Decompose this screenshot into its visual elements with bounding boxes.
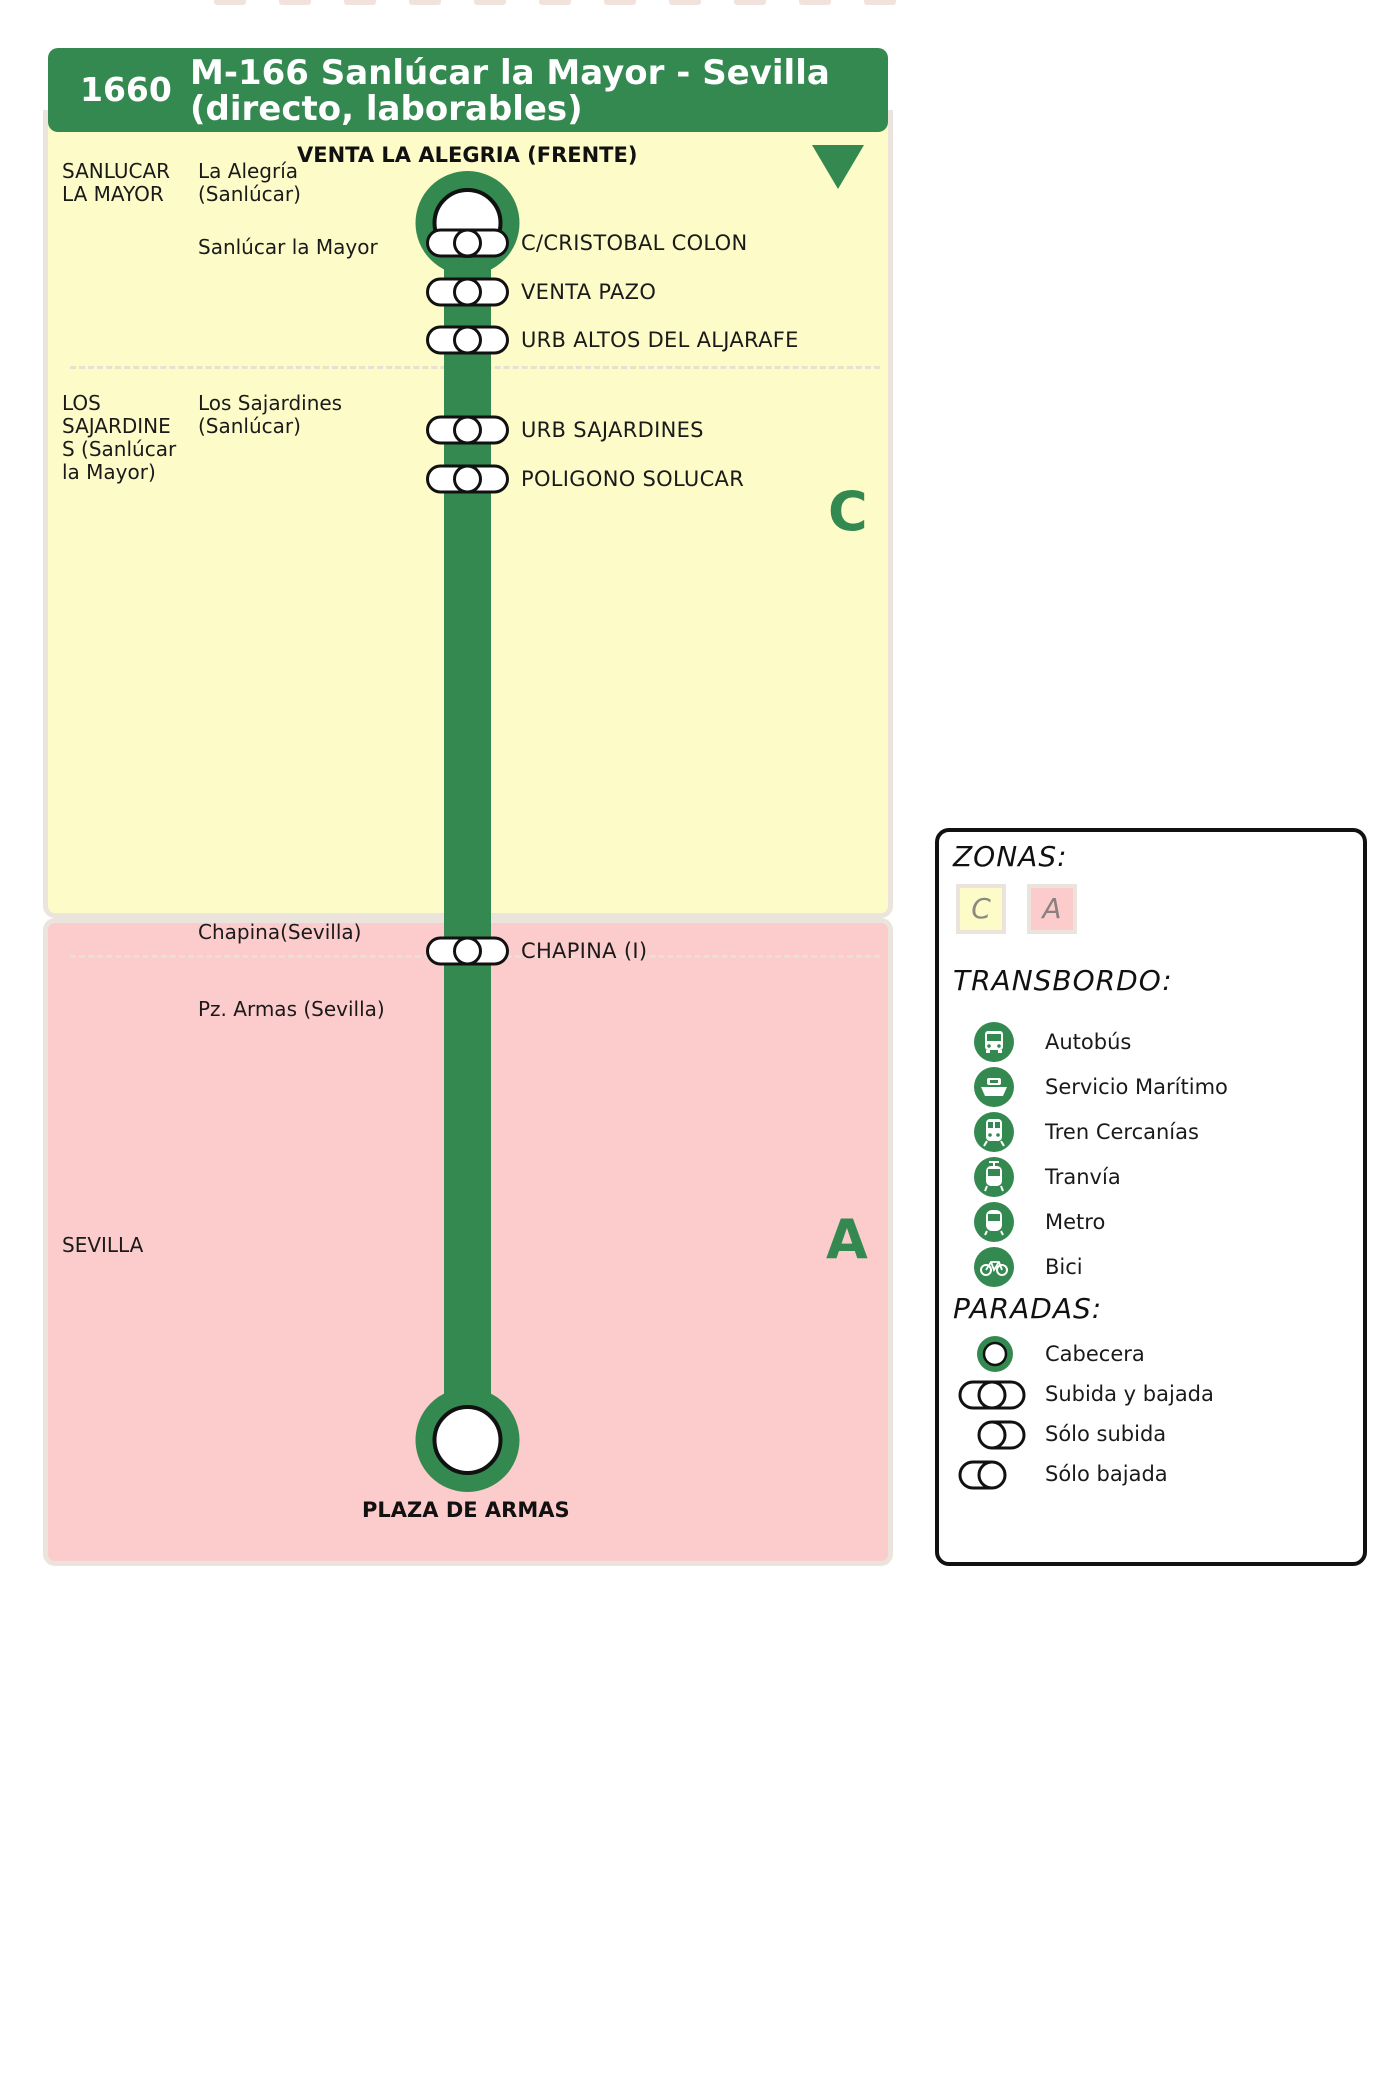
route-title-line1: M-166 Sanlúcar la Mayor - Sevilla — [190, 53, 830, 93]
legend-transfer-label: Metro — [1045, 1210, 1106, 1234]
legend-stop-label: Subida y bajada — [1045, 1382, 1214, 1406]
municipality-label: SANLUCAR LA MAYOR — [62, 159, 171, 206]
legend-transfer-label: Bici — [1045, 1255, 1083, 1279]
train-icon — [974, 1112, 1014, 1152]
stop-marker-s6 — [426, 936, 509, 966]
terminus-destination-marker — [415, 1388, 520, 1492]
route-line — [444, 215, 491, 1435]
stop-label: URB ALTOS DEL ALJARAFE — [521, 328, 799, 352]
stop-label-destination: PLAZA DE ARMAS — [362, 1498, 570, 1522]
stop-marker-s2 — [426, 277, 509, 307]
legend-transfer-label: Autobús — [1045, 1030, 1132, 1054]
terminus-icon — [977, 1336, 1013, 1372]
locality-label: Los Sajardines (Sanlúcar) — [198, 391, 343, 438]
stop-marker-s3 — [426, 325, 509, 355]
legend-stop-label: Sólo subida — [1045, 1422, 1167, 1446]
metro-icon — [974, 1202, 1014, 1242]
locality-label: Pz. Armas (Sevilla) — [198, 997, 385, 1021]
stop-label: CHAPINA (I) — [521, 939, 648, 963]
stop-label: URB SAJARDINES — [521, 418, 704, 442]
route-title: M-166 Sanlúcar la Mayor - Sevilla (direc… — [190, 55, 880, 127]
stop-marker-s5 — [426, 464, 509, 494]
bus-icon — [974, 1022, 1014, 1062]
locality-divider — [70, 955, 430, 958]
stop-label: VENTA PAZO — [521, 280, 657, 304]
legend-transfer-label: Tranvía — [1045, 1165, 1121, 1189]
legend-paradas-title: PARADAS: — [953, 1292, 1103, 1325]
legend-stop-label: Cabecera — [1045, 1342, 1145, 1366]
locality-divider — [470, 955, 880, 958]
zone-letter-a: A — [826, 1208, 868, 1271]
stop-label: C/CRISTOBAL COLON — [521, 231, 748, 255]
locality-label: La Alegría (Sanlúcar) — [198, 159, 301, 206]
locality-label: Chapina(Sevilla) — [198, 920, 362, 944]
legend-stop-label: Sólo bajada — [1045, 1462, 1168, 1486]
legend-transfer-label: Servicio Marítimo — [1045, 1075, 1228, 1099]
route-line-diagram — [415, 171, 520, 1492]
legend-transfer-label: Tren Cercanías — [1045, 1120, 1199, 1144]
legend-transbordo-title: TRANSBORDO: — [953, 964, 1173, 997]
board-only-icon — [977, 1420, 1026, 1450]
zone-letter-c: C — [828, 480, 868, 543]
line-number: 1660 — [80, 70, 172, 109]
stop-label-origin: VENTA LA ALEGRIA (FRENTE) — [297, 143, 638, 167]
locality-label: Sanlúcar la Mayor — [198, 235, 378, 259]
down-triangle-icon — [812, 145, 864, 189]
alight-only-icon — [958, 1460, 1007, 1490]
zone-c-swatch: C — [956, 884, 1006, 934]
tram-icon — [974, 1157, 1014, 1197]
route-header: 1660 M-166 Sanlúcar la Mayor - Sevilla (… — [48, 48, 888, 132]
legend-box: ZONAS: C A TRANSBORDO: Autobús Servicio … — [935, 828, 1367, 1566]
municipality-label: SEVILLA — [62, 1233, 144, 1257]
legend-zonas-title: ZONAS: — [953, 840, 1068, 873]
municipality-label: LOS SAJARDINE S (Sanlúcar la Mayor) — [62, 391, 177, 484]
zone-a-swatch: A — [1027, 884, 1077, 934]
route-title-line2: (directo, laborables) — [190, 89, 583, 129]
stop-label: POLIGONO SOLUCAR — [521, 467, 745, 491]
bike-icon — [974, 1247, 1014, 1287]
board-alight-icon — [958, 1380, 1026, 1410]
stop-marker-s4 — [426, 415, 509, 445]
stop-marker-s1 — [426, 228, 509, 258]
terminus-origin-marker — [415, 171, 520, 275]
ship-icon — [974, 1067, 1014, 1107]
